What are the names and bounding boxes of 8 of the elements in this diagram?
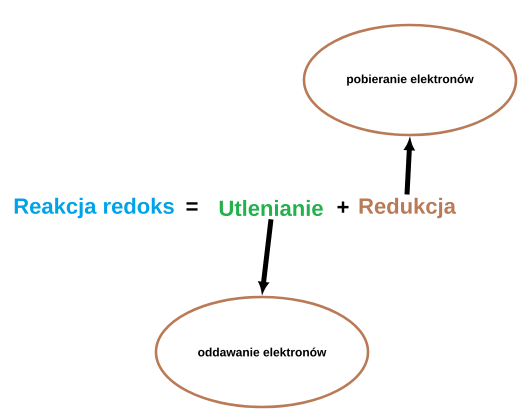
math-sign: = xyxy=(186,202,198,211)
oval-node: oddawanie elektronów xyxy=(154,296,370,408)
math-sign: + xyxy=(338,202,349,213)
oval-node: pobieranie elektronów xyxy=(302,24,518,136)
colored-word: Utlenianie xyxy=(220,200,323,216)
colored-word: Redukcja xyxy=(360,198,456,218)
equation-term: Reakcja redoks xyxy=(14,198,174,218)
arrow xyxy=(258,218,274,292)
